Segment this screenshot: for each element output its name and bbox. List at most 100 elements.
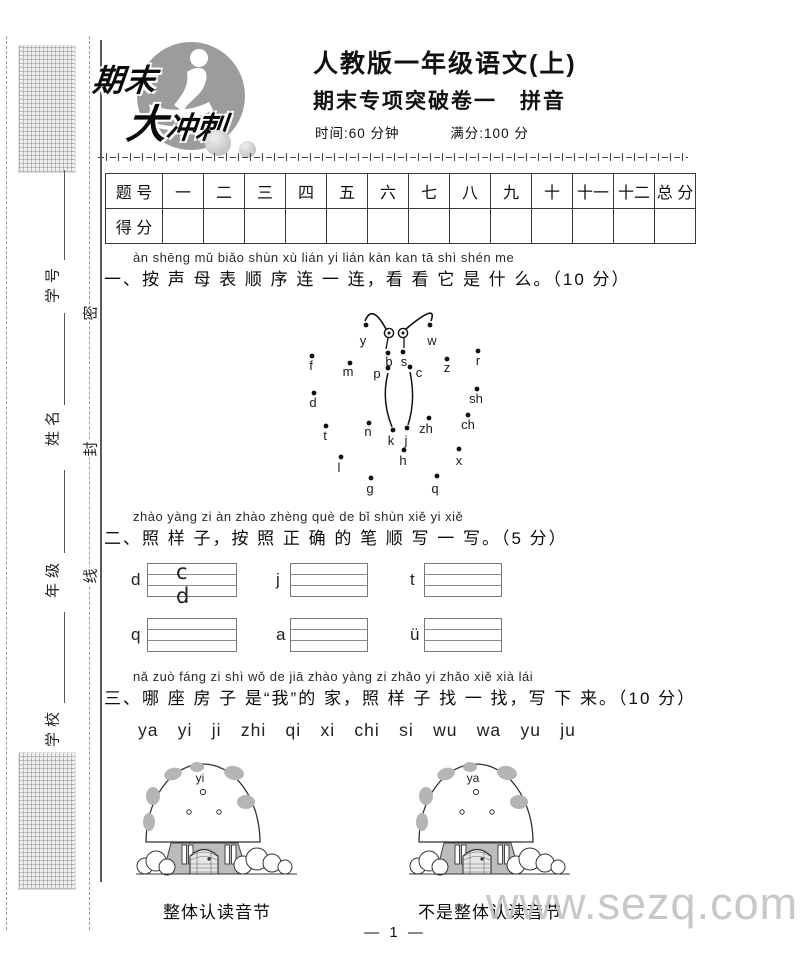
mushroom-door-grain <box>190 851 218 874</box>
letter-label-r: r <box>476 353 481 368</box>
mushroom-door <box>189 848 219 875</box>
writing-grid-d: c d <box>147 560 237 608</box>
school-blank-line <box>64 612 65 703</box>
letter-dot-l <box>338 454 344 460</box>
score-cell-empty <box>326 208 368 244</box>
letter-label-y: y <box>360 333 367 348</box>
score-table-column: 九 <box>490 173 532 209</box>
score-cell-empty <box>613 208 655 244</box>
mushroom-cap <box>145 763 261 843</box>
letter-dot-k <box>390 427 396 433</box>
letter-dot-h <box>401 447 407 453</box>
letter-label-b: b <box>385 354 392 369</box>
hatch-block-top <box>18 45 76 173</box>
score-cell-empty <box>244 208 286 244</box>
mushroom-house-left: yi <box>136 762 297 876</box>
q1-pinyin: àn shēng mǔ biǎo shùn xù lián yi lián kà… <box>133 250 515 265</box>
bush-left <box>409 850 449 876</box>
butterfly-right-antenna <box>405 312 433 330</box>
score-table-column: 六 <box>367 173 409 209</box>
score-table-column: 七 <box>408 173 450 209</box>
syllable-yi: yi <box>177 720 193 740</box>
score-table-column: 十 <box>531 173 573 209</box>
q2-item-label-t: t <box>410 570 415 589</box>
syllable-ji: ji <box>211 720 222 740</box>
q2-item-label-d: d <box>131 570 141 589</box>
name-blank-line <box>64 313 65 405</box>
seal-char-feng: 封 <box>79 440 101 458</box>
sidebar-field-grade: 年级 <box>44 557 62 599</box>
score-table-column: 十一 <box>572 173 614 209</box>
letter-label-sh: sh <box>469 391 483 406</box>
mushroom-door-knob <box>480 857 484 861</box>
sidebar-field-student-id: 学号 <box>44 262 62 304</box>
butterfly-left-antenna <box>364 312 387 330</box>
dashed-plus-separator <box>98 153 688 161</box>
sidebar-field-name: 姓名 <box>44 405 62 447</box>
score-cell-empty <box>367 208 409 244</box>
letter-dot-b <box>385 350 391 356</box>
mushroom-door-knob <box>207 857 211 861</box>
mushroom-cap-dots <box>186 788 222 815</box>
q3-pinyin: nǎ zuò fáng zi shì wǒ de jiā zhào yàng z… <box>133 669 534 684</box>
letter-label-p: p <box>373 366 380 381</box>
letter-label-q: q <box>431 481 438 496</box>
mushroom-cap-dots <box>459 788 495 815</box>
score-cell-empty <box>490 208 532 244</box>
letter-label-z: z <box>444 360 451 375</box>
score-cell-empty <box>654 208 696 244</box>
score-table-header-row: 题 号一二三四五六七八九十十一十二总 分 <box>105 173 696 209</box>
letter-label-w: w <box>426 333 437 348</box>
score-table: 题 号一二三四五六七八九十十一十二总 分 得 分 <box>105 173 696 244</box>
syllable-wa: wa <box>476 720 502 740</box>
letter-dot-z <box>444 356 450 362</box>
letter-dot-ch <box>465 412 471 418</box>
score-table-corner: 题 号 <box>105 173 163 209</box>
letter-label-f: f <box>309 358 313 373</box>
letter-dot-g <box>368 475 374 481</box>
letter-dot-s <box>400 349 406 355</box>
letter-label-x: x <box>456 453 463 468</box>
score-cell-empty <box>449 208 491 244</box>
letter-dot-q <box>434 473 440 479</box>
q2-item-label-q: q <box>131 625 141 644</box>
score-cell-empty <box>162 208 204 244</box>
page-number: — 1 — <box>364 924 426 941</box>
butterfly-body-right <box>407 371 414 426</box>
sidebar-field-school: 学校 <box>44 706 62 748</box>
brand-logo: 期末 大冲刺 <box>91 42 261 158</box>
q3-text: 三、哪 座 房 子 是“我”的 家，照 样 子 找 一 找，写 下 来。（10 … <box>104 689 697 708</box>
letter-dot-x <box>456 446 462 452</box>
syllable-si: si <box>399 720 414 740</box>
mushroom-cap <box>418 763 534 843</box>
page-edge-dashed-line <box>6 36 7 930</box>
writing-grid-u <box>424 618 502 652</box>
letter-dot-d <box>311 390 317 396</box>
syllable-xi: xi <box>320 720 336 740</box>
syllable-qi: qi <box>285 720 302 740</box>
q1-text: 一、按 声 母 表 顺 序 连 一 连，看 看 它 是 什 么。（10 分） <box>104 270 631 289</box>
mushroom-door-grain <box>463 851 491 874</box>
letter-dot-sh <box>474 386 480 392</box>
butterfly-right-pupil <box>401 331 405 335</box>
letter-dot-zh <box>426 415 432 421</box>
letter-dot-w <box>427 322 433 328</box>
score-table-column: 总 分 <box>654 173 696 209</box>
seal-dashed-line <box>89 36 90 930</box>
letter-label-c: c <box>416 365 423 380</box>
score-cell-empty <box>572 208 614 244</box>
full-score: 满分:100 分 <box>450 126 529 141</box>
score-table-score-row: 得 分 <box>105 208 696 244</box>
grade-blank-line <box>64 470 65 553</box>
letter-label-j: j <box>404 433 408 448</box>
bush-left <box>136 850 176 876</box>
q2-pinyin: zhào yàng zi àn zhào zhèng què de bǐ shù… <box>133 509 464 524</box>
q2-item-label-j: j <box>276 570 280 589</box>
letter-dot-m <box>347 360 353 366</box>
butterfly-body-left <box>384 372 393 428</box>
score-table-column: 二 <box>203 173 245 209</box>
butterfly-left-pupil <box>387 331 391 335</box>
q2-item-label-u: ü <box>410 625 420 644</box>
writing-grid-a <box>290 618 368 652</box>
